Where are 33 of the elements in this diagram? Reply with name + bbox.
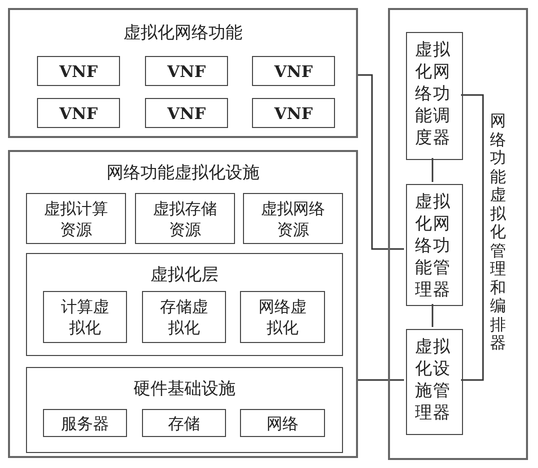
hardware-box: 存储 [142,409,226,437]
panel-title: 硬件基础设施 [132,378,236,400]
vnf-box: VNF [145,98,228,128]
vnf-box: VNF [37,98,120,128]
hardware-panel [26,367,343,453]
manager-box: 虚拟化设施管理器 [406,329,463,435]
resource-box: 虚拟计算资源 [26,193,126,244]
vnf-box: VNF [145,56,228,86]
panel-title: 网络功能虚拟化管理和编排器 [489,112,507,352]
connector-line [358,379,404,381]
resource-box: 虚拟网络资源 [243,193,343,244]
connector-line [461,94,484,381]
hardware-box: 服务器 [43,409,127,437]
vnf-box: VNF [252,56,335,86]
resource-box: 虚拟存储资源 [135,193,235,244]
connector-line [432,304,434,327]
orchestrator-panel [388,8,528,460]
function-panel [8,8,358,138]
manager-box: 虚拟化网络功能调度器 [406,32,463,160]
panel-title: 网络功能虚拟化设施 [106,162,260,184]
vnf-box: VNF [37,56,120,86]
infrastructure-panel [8,150,358,458]
connector-line [432,158,434,182]
virtualization-box: 计算虚拟化 [43,291,127,343]
vnf-box: VNF [252,98,335,128]
manager-box: 虚拟化网络功能管理器 [406,184,463,306]
panel-title: 虚拟化层 [150,264,220,286]
connector-line [358,74,404,250]
virtualization-box: 存储虚拟化 [142,291,226,343]
panel-title: 虚拟化网络功能 [122,22,244,44]
hardware-box: 网络 [240,409,325,437]
layer-panel [26,253,343,356]
virtualization-box: 网络虚拟化 [240,291,325,343]
